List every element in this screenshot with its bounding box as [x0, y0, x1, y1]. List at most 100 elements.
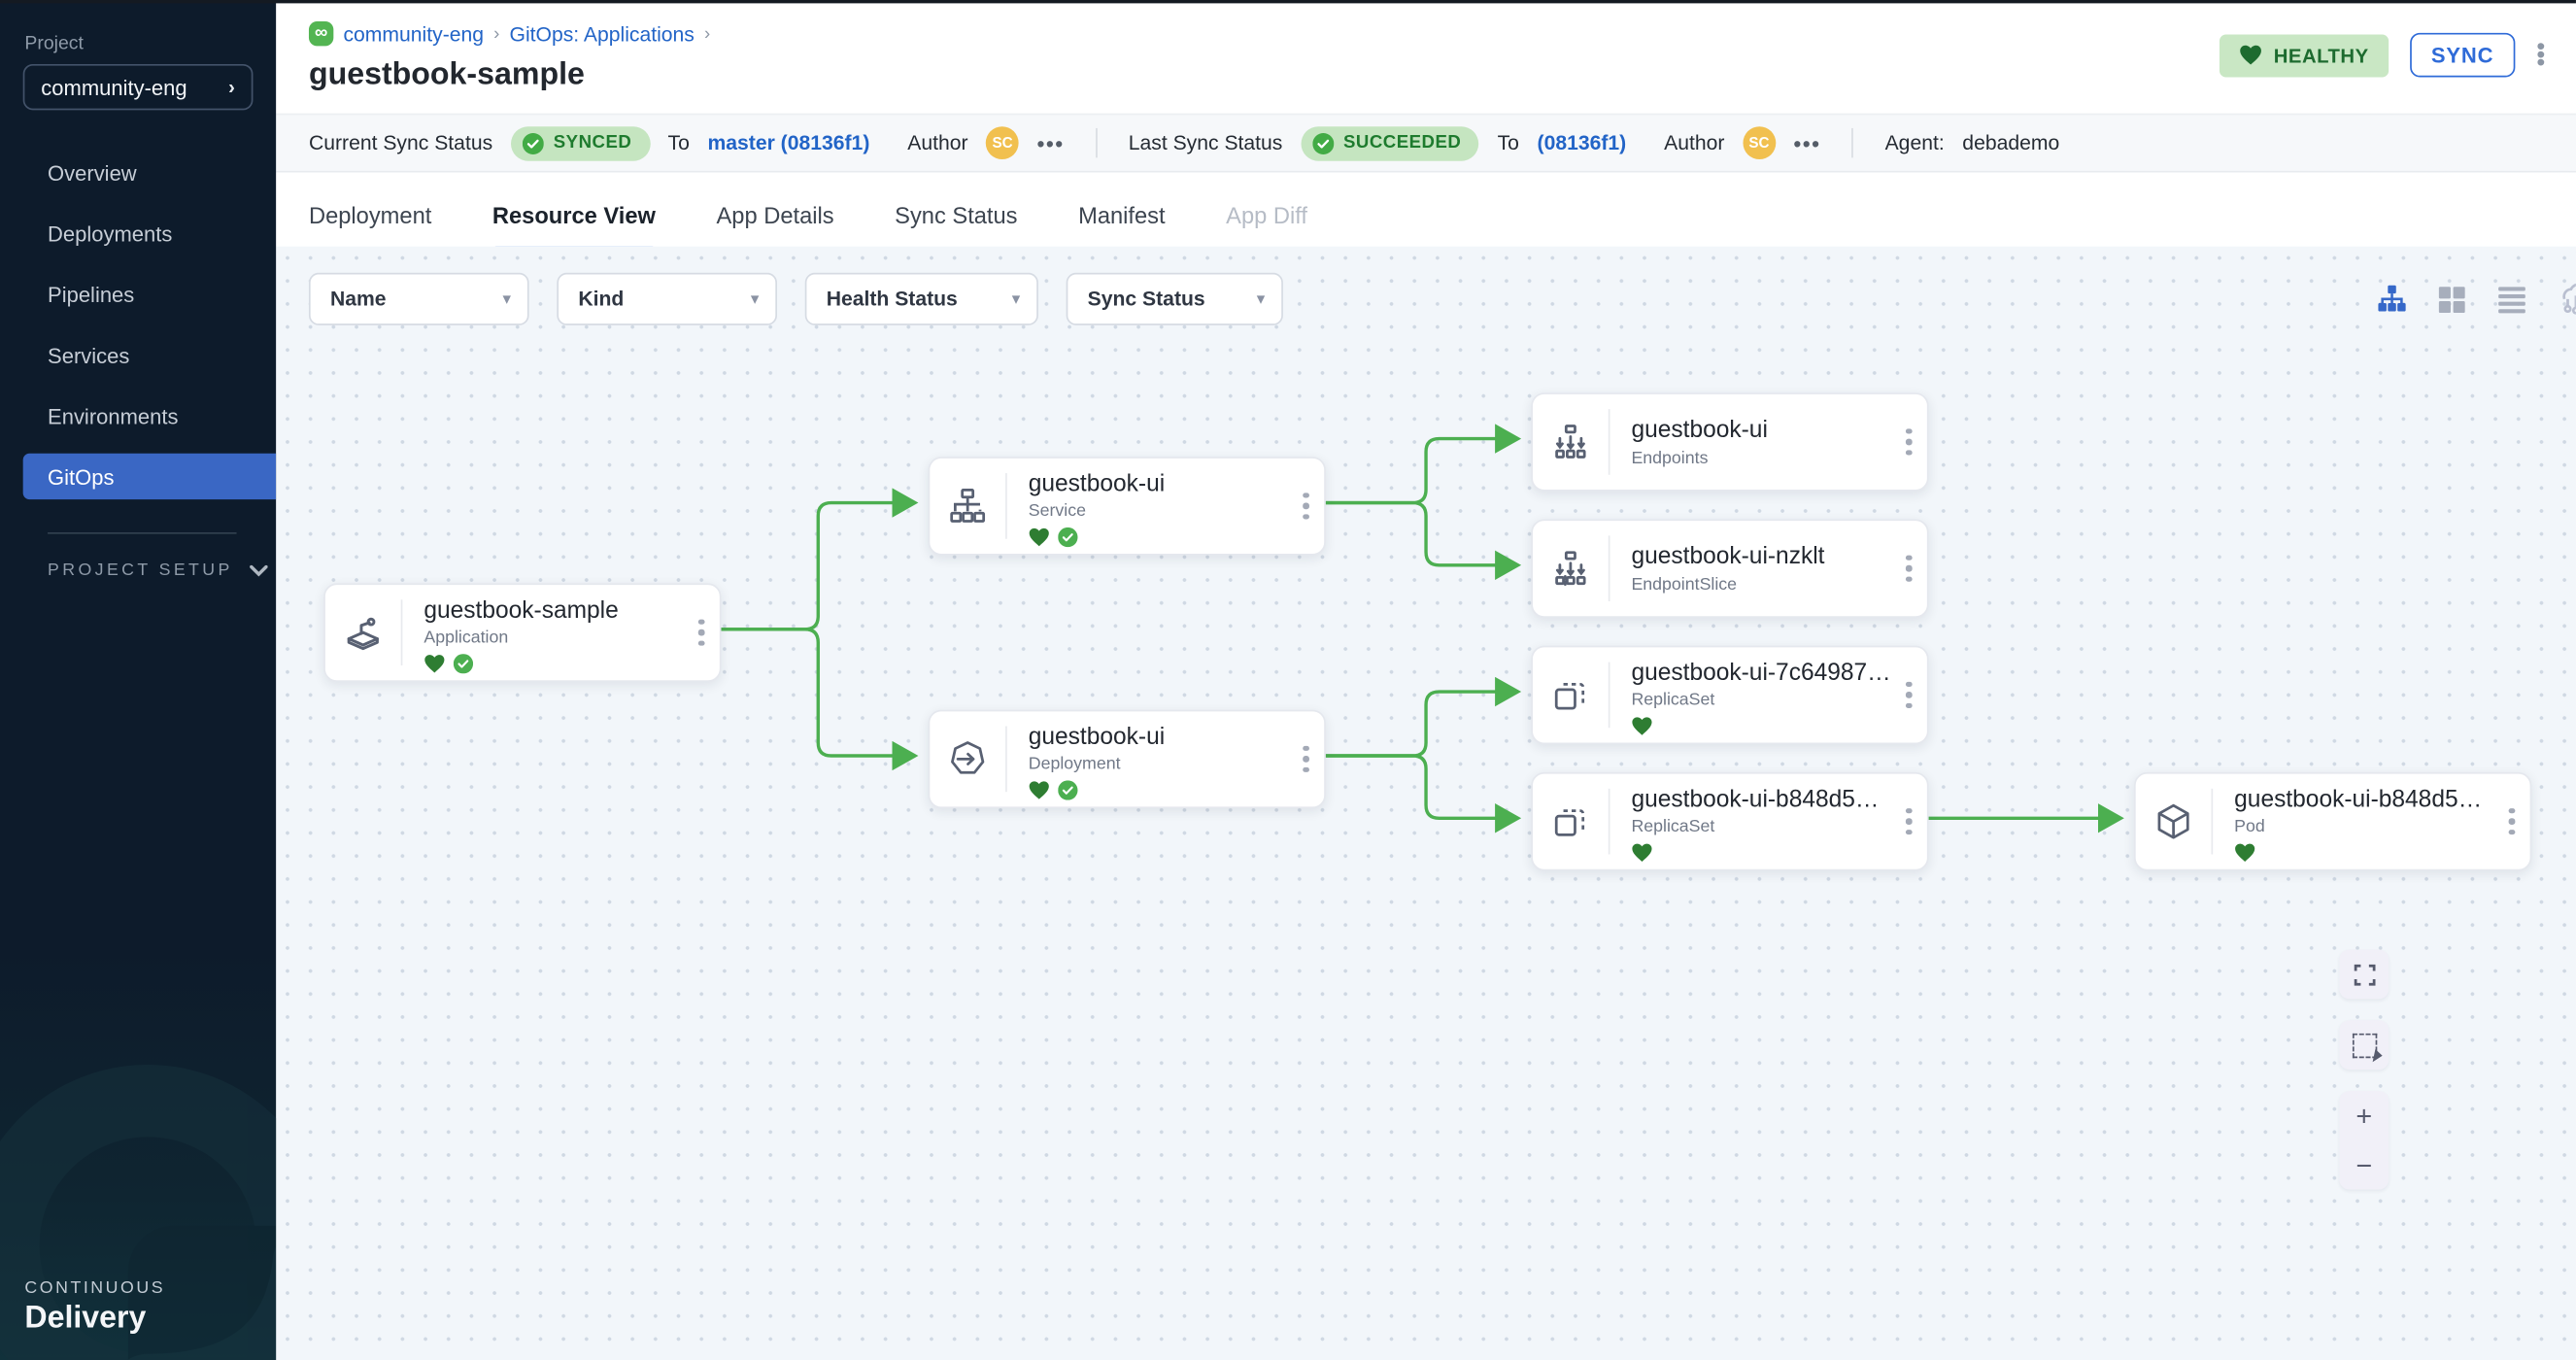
zoom-out-button[interactable]: − [2356, 1149, 2373, 1181]
node-title: guestbook-ui-nzklt [1631, 542, 1825, 570]
page-title: guestbook-sample [308, 57, 585, 92]
sidebar-item-label: Deployments [48, 221, 173, 246]
fullscreen-button[interactable] [2339, 949, 2390, 1000]
tab-app-details[interactable]: App Details [716, 202, 834, 229]
healthy-heart-icon [1029, 780, 1049, 799]
author-avatar[interactable]: SC [1743, 126, 1776, 160]
page-header: ∞ community-eng › GitOps: Applications ›… [276, 0, 2576, 93]
resource-graph-canvas[interactable]: Name▾ Kind▾ Health Status▾ Sync Status ▾ [276, 246, 2576, 1360]
sidebar-item-gitops[interactable]: GitOps [22, 453, 277, 500]
filter-label: Sync Status [1087, 287, 1205, 311]
sidebar-item-label: Environments [48, 403, 179, 428]
chevron-separator-icon: › [704, 23, 711, 44]
succeeded-badge-label: SUCCEEDED [1342, 132, 1462, 153]
node-kind: Endpoints [1631, 447, 1709, 468]
synced-badge-label: SYNCED [553, 132, 632, 153]
more-authors-icon[interactable]: ••• [1793, 130, 1821, 155]
tab-bar: Deployment Resource View App Details Syn… [276, 172, 2576, 254]
author-avatar[interactable]: SC [986, 126, 1020, 160]
node-menu-button[interactable] [1891, 647, 1927, 742]
breadcrumb-project-link[interactable]: community-eng [343, 21, 485, 46]
kebab-menu-icon[interactable]: ••• [2536, 42, 2546, 68]
list-view-icon[interactable] [2495, 285, 2528, 314]
tab-sync-status[interactable]: Sync Status [895, 202, 1018, 229]
node-menu-button[interactable] [1891, 774, 1927, 869]
tab-manifest[interactable]: Manifest [1078, 202, 1166, 229]
node-service-guestbook-ui[interactable]: guestbook-ui Service [928, 457, 1326, 556]
health-status-badge: HEALTHY [2219, 33, 2389, 77]
chevron-down-icon: ▾ [750, 289, 760, 309]
node-menu-button[interactable] [1891, 394, 1927, 490]
chevron-right-icon: › [228, 75, 235, 99]
marquee-icon [2352, 1032, 2377, 1058]
heart-icon [2240, 45, 2261, 65]
synced-badge: SYNCED [510, 125, 650, 160]
filter-row: Name▾ Kind▾ Health Status▾ Sync Status ▾ [308, 272, 1283, 325]
chevron-down-icon [249, 563, 268, 576]
sync-status-bar: Current Sync Status SYNCED To master (08… [276, 113, 2576, 173]
divider [1095, 127, 1098, 158]
breadcrumb-applications-link[interactable]: GitOps: Applications [509, 21, 695, 46]
node-endpoints-guestbook-ui[interactable]: guestbook-ui Endpoints [1531, 392, 1929, 492]
view-mode-switcher [2376, 280, 2576, 320]
node-menu-button[interactable] [1288, 459, 1324, 554]
node-menu-button[interactable] [1891, 521, 1927, 616]
grid-view-icon[interactable] [2436, 284, 2467, 315]
application-icon [325, 599, 403, 665]
sidebar-item-pipelines[interactable]: Pipelines [0, 271, 276, 317]
sidebar-item-environments[interactable]: Environments [0, 392, 276, 438]
sync-button[interactable]: SYNC [2409, 32, 2516, 78]
fullscreen-icon [2353, 964, 2375, 985]
node-application-guestbook-sample[interactable]: guestbook-sample Application [323, 583, 722, 682]
project-selector[interactable]: community-eng › [22, 63, 254, 111]
tree-view-icon[interactable] [2376, 283, 2409, 316]
node-kind: Service [1028, 500, 1086, 522]
chevron-down-icon: ▾ [1011, 289, 1021, 309]
author-label: Author [907, 131, 968, 154]
node-status [2234, 841, 2493, 863]
node-replicaset-guestbook-ui-7c64987dc9[interactable]: guestbook-ui-7c64987dc9 ReplicaSet [1531, 645, 1929, 745]
sidebar-menu: Overview Deployments Pipelines Services … [0, 150, 277, 500]
health-status-filter-dropdown[interactable]: Health Status▾ [804, 272, 1038, 325]
healthy-heart-icon [1632, 716, 1652, 734]
node-kind: EndpointSlice [1631, 574, 1738, 595]
sync-status-filter-dropdown[interactable]: Sync Status ▾ [1066, 272, 1283, 325]
project-setup-toggle[interactable]: PROJECT SETUP [0, 561, 276, 580]
node-menu-button[interactable] [684, 585, 720, 680]
zoom-in-button[interactable]: + [2356, 1100, 2373, 1132]
last-sync-target-link[interactable]: (08136f1) [1537, 131, 1627, 154]
node-menu-button[interactable] [1288, 711, 1324, 806]
gitops-icon: ∞ [308, 20, 334, 47]
node-title: guestbook-ui-7c64987dc9 [1631, 660, 1891, 687]
current-sync-target-link[interactable]: master (08136f1) [707, 131, 870, 154]
health-status-label: HEALTHY [2273, 43, 2369, 67]
sidebar-item-overview[interactable]: Overview [0, 150, 276, 195]
node-pod-guestbook-ui-b848d5d9[interactable]: guestbook-ui-b848d5d9... Pod [2133, 771, 2532, 871]
more-authors-icon[interactable]: ••• [1036, 130, 1065, 155]
endpoints-icon [1533, 409, 1610, 475]
tab-app-diff: App Diff [1226, 202, 1307, 229]
node-deployment-guestbook-ui[interactable]: guestbook-ui Deployment [928, 709, 1326, 809]
node-endpointslice-guestbook-ui-nzklt[interactable]: guestbook-ui-nzklt EndpointSlice [1531, 519, 1929, 618]
name-filter-dropdown[interactable]: Name▾ [308, 272, 529, 325]
synced-check-icon [453, 653, 474, 673]
chevron-down-icon: ▾ [502, 289, 511, 309]
synced-check-icon [1058, 779, 1078, 799]
marquee-select-button[interactable] [2339, 1020, 2390, 1071]
tab-deployment[interactable]: Deployment [308, 202, 432, 229]
cluster-view-icon[interactable] [2557, 280, 2576, 320]
tab-resource-view[interactable]: Resource View [491, 202, 657, 252]
sidebar-item-services[interactable]: Services [0, 332, 276, 378]
node-status [1631, 841, 1890, 863]
node-replicaset-guestbook-ui-b848d5d9d[interactable]: guestbook-ui-b848d5d9d ReplicaSet [1531, 771, 1929, 871]
last-sync-status-label: Last Sync Status [1128, 131, 1283, 154]
node-kind: ReplicaSet [1631, 690, 1715, 710]
chevron-down-icon: ▾ [1256, 289, 1266, 309]
kind-filter-dropdown[interactable]: Kind▾ [557, 272, 777, 325]
node-menu-button[interactable] [2493, 774, 2529, 869]
node-title: guestbook-ui-b848d5d9d [1631, 787, 1891, 814]
sidebar-item-deployments[interactable]: Deployments [0, 210, 276, 255]
node-title: guestbook-sample [424, 597, 619, 625]
header-actions: HEALTHY SYNC ••• [2219, 32, 2547, 78]
